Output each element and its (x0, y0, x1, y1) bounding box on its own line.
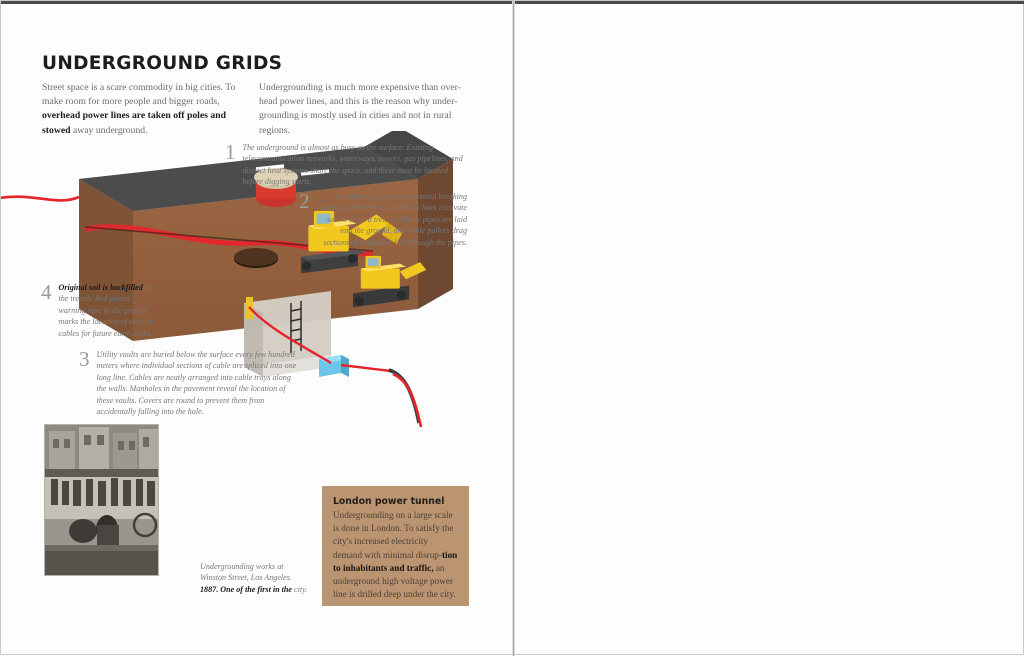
note-4-number: 4 (41, 280, 52, 304)
manhole-rim (234, 248, 278, 266)
annotation-note-3: 3 Utility vaults are buried below the su… (79, 349, 301, 417)
note-3-text: Utility vaults are buried below the surf… (96, 350, 297, 417)
soil-block-right-face (418, 159, 453, 309)
road-lane-markings (112, 153, 330, 176)
left-page: UNDERGROUND GRIDS Street space is a scar… (1, 1, 512, 656)
note-1-text: The underground is almost as busy as the… (242, 143, 463, 187)
page-title-underground-grids: UNDERGROUND GRIDS (42, 53, 283, 74)
vault-ladder (290, 301, 302, 353)
illustration-underground-trench (1, 131, 453, 428)
cable-line-outgoing (392, 372, 423, 428)
cable-exit-vault (340, 363, 392, 373)
london-box-title: London power tunnel (333, 496, 445, 507)
note-2-text: Pavement is saw cut to control breaking … (320, 192, 467, 247)
cable-line-incoming (1, 195, 80, 202)
excavator-machine (301, 210, 403, 274)
page-gutter-divider (512, 1, 515, 656)
note-4-text: Original soil is backfilled in the trenc… (58, 283, 154, 338)
note-2-number: 2 (299, 189, 310, 213)
road-surface-near (79, 147, 418, 211)
note-3-number: 3 (79, 347, 90, 371)
cable-reel (254, 168, 298, 207)
historical-photo-los-angeles (44, 424, 159, 576)
annotation-note-4: 4 Original soil is backfilled in the tre… (41, 282, 159, 339)
photo-caption-los-angeles: Undergrounding works at Winston Street, … (200, 562, 308, 594)
note-1-number: 1 (225, 140, 236, 164)
right-page: SUBSEA GRIDS Most power lines run on lan… (515, 1, 1024, 656)
intro-paragraph-column-2: Undergrounding is much more expensive th… (259, 82, 461, 136)
road-sheen (79, 147, 418, 211)
callout-box-london-power-tunnel: London power tunnel Undergrounding on a … (322, 486, 469, 606)
soil-block-left-face (79, 179, 133, 341)
photo-content (45, 425, 158, 575)
intro-paragraph-column-1: Street space is a scare commodity in big… (42, 82, 236, 136)
warning-tape-red (84, 224, 374, 257)
road-surface-far (364, 131, 453, 179)
annotation-note-2: 2 Pavement is saw cut to control breakin… (299, 191, 467, 248)
backhoe-machine (353, 255, 427, 308)
annotation-note-1: 1 The underground is almost as busy as t… (225, 142, 465, 188)
cable-outgoing-shadow (388, 368, 421, 424)
cable-through-vault (248, 306, 332, 365)
london-box-text: Undergrounding on a large scale is done … (333, 510, 458, 600)
